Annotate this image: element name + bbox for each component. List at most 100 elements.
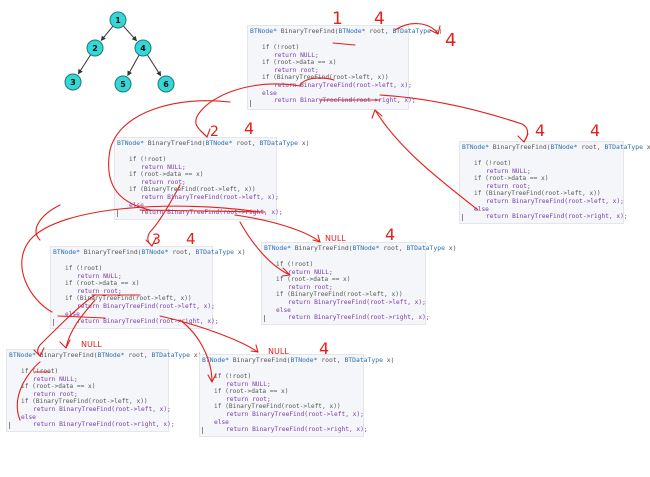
code-panel-node-3-right-null: BTNode* BinaryTreeFind(BTNode* root, BTD… [199,354,394,437]
code-line: if (!root) [129,156,167,163]
code-line: return root; [141,178,186,186]
code-line: if (root->data == x) [65,280,140,288]
code-line: return NULL; [141,163,186,171]
code-line: return BinaryTreeFind(root->right, x); [486,213,628,221]
return-type: BTNode* [53,248,80,256]
tree-node-6: 6 [157,75,175,93]
param-name: root, [383,244,403,252]
text-cursor [202,427,203,434]
paren: ( [286,356,291,364]
param-type: BTNode* [97,351,125,359]
paren: ( [93,351,98,359]
param-name: root, [369,27,389,35]
param-type: BTDataType [259,139,298,147]
code-line: else [129,201,144,209]
function-signature: BTNode* BinaryTreeFind(BTNode* root, BTD… [462,143,650,152]
param-name: root, [581,143,601,151]
function-name: BinaryTreeFind [232,356,287,364]
tree-node-4: 4 [134,39,152,57]
code-line: if (root->data == x) [276,276,351,284]
paren: ( [334,27,339,35]
code-line: return root; [288,283,333,291]
code-line: return BinaryTreeFind(root->right, x); [274,97,416,105]
annotation-mid-left-4: 4 [244,119,254,138]
param-type: BTDataType [406,244,445,252]
code-line: else [262,89,277,97]
code-panel-node-2-call: BTNode* BinaryTreeFind(BTNode* root, BTD… [114,137,309,220]
code-panel-node-3-call: BTNode* BinaryTreeFind(BTNode* root, BTD… [50,246,245,329]
code-line: return BinaryTreeFind(root->left, x); [226,411,364,418]
code-line: if (BinaryTreeFind(root->left, x)) [129,186,256,194]
code-line: return NULL; [226,380,271,388]
text-cursor [250,100,251,107]
return-type: BTNode* [9,351,36,359]
annotation-mid-right-4b: 4 [590,121,600,140]
code-line: return BinaryTreeFind(root->left, x); [274,82,412,89]
function-name: BinaryTreeFind [147,139,202,147]
tree-node-label: 1 [115,16,121,25]
paren: ( [348,244,353,252]
function-signature: BTNode* BinaryTreeFind(BTNode* root, BTD… [9,351,201,360]
tree-node-label: 4 [140,44,146,53]
code-panel-node-3-left-null: BTNode* BinaryTreeFind(BTNode* root, BTD… [6,349,201,432]
tree-edge-arrowhead [156,70,162,77]
return-type: BTNode* [117,139,144,147]
code-line: return BinaryTreeFind(root->left, x); [486,198,624,205]
function-name: BinaryTreeFind [39,351,94,359]
code-line: if (!root) [21,368,59,375]
param-name: x) [386,356,395,364]
tree-edge-arrowhead [127,70,132,77]
code-line: return BinaryTreeFind(root->left, x); [33,406,171,413]
code-line: if (!root) [65,265,103,272]
return-type: BTNode* [264,244,291,252]
code-line: return BinaryTreeFind(root->left, x); [141,194,279,201]
binary-tree-diagram: 1 2 4 3 5 6 [64,11,175,93]
param-name: x) [448,244,457,252]
code-line: if (root->data == x) [474,175,549,183]
code-panel-node-2-right-null: BTNode* BinaryTreeFind(BTNode* root, BTD… [261,242,456,325]
param-type: BTNode* [141,248,169,256]
paren: ( [546,143,551,151]
param-name: root, [128,351,148,359]
tree-node-5: 5 [114,75,132,93]
code-line: if (BinaryTreeFind(root->left, x)) [262,74,389,82]
code-line: return BinaryTreeFind(root->right, x); [288,314,430,322]
tree-node-2: 2 [86,39,104,57]
code-line: if (BinaryTreeFind(root->left, x)) [474,190,601,198]
function-signature: BTNode* BinaryTreeFind(BTNode* root, BTD… [264,244,457,253]
param-type: BTNode* [290,356,318,364]
tree-node-label: 3 [70,78,76,87]
code-line: if (root->data == x) [21,383,96,391]
code-panel-node-4-call: BTNode* BinaryTreeFind(BTNode* root, BTD… [459,141,650,224]
return-type: BTNode* [462,143,489,151]
code-line: else [65,310,80,318]
code-line: return BinaryTreeFind(root->right, x); [141,209,283,217]
code-line: return root; [226,395,271,403]
function-name: BinaryTreeFind [280,27,335,35]
code-line: if (root->data == x) [262,59,337,67]
param-type: BTNode* [205,139,233,147]
tree-node-label: 5 [120,80,126,89]
param-name: root, [236,139,256,147]
text-cursor [264,315,265,322]
code-line: return NULL; [486,167,531,175]
annotation-null-2: NULL [81,340,102,349]
return-type: BTNode* [250,27,277,35]
code-line: return BinaryTreeFind(root->right, x); [33,421,175,429]
code-line: return NULL; [33,375,78,383]
code-line: if (root->data == x) [214,388,289,396]
param-type: BTNode* [352,244,380,252]
param-type: BTNode* [338,27,366,35]
code-line: if (BinaryTreeFind(root->left, x)) [276,291,403,299]
code-line: if (root->data == x) [129,171,204,179]
tree-node-label: 2 [92,44,98,53]
code-line: if (!root) [262,44,300,51]
code-line: else [276,306,291,314]
code-line: return BinaryTreeFind(root->left, x); [288,299,426,306]
annotation-top-right-4: 4 [445,30,456,51]
tree-node-3: 3 [64,73,82,91]
code-line: return root; [77,287,122,295]
code-line: return root; [274,66,319,74]
param-type: BTDataType [151,351,190,359]
text-cursor [9,422,10,429]
